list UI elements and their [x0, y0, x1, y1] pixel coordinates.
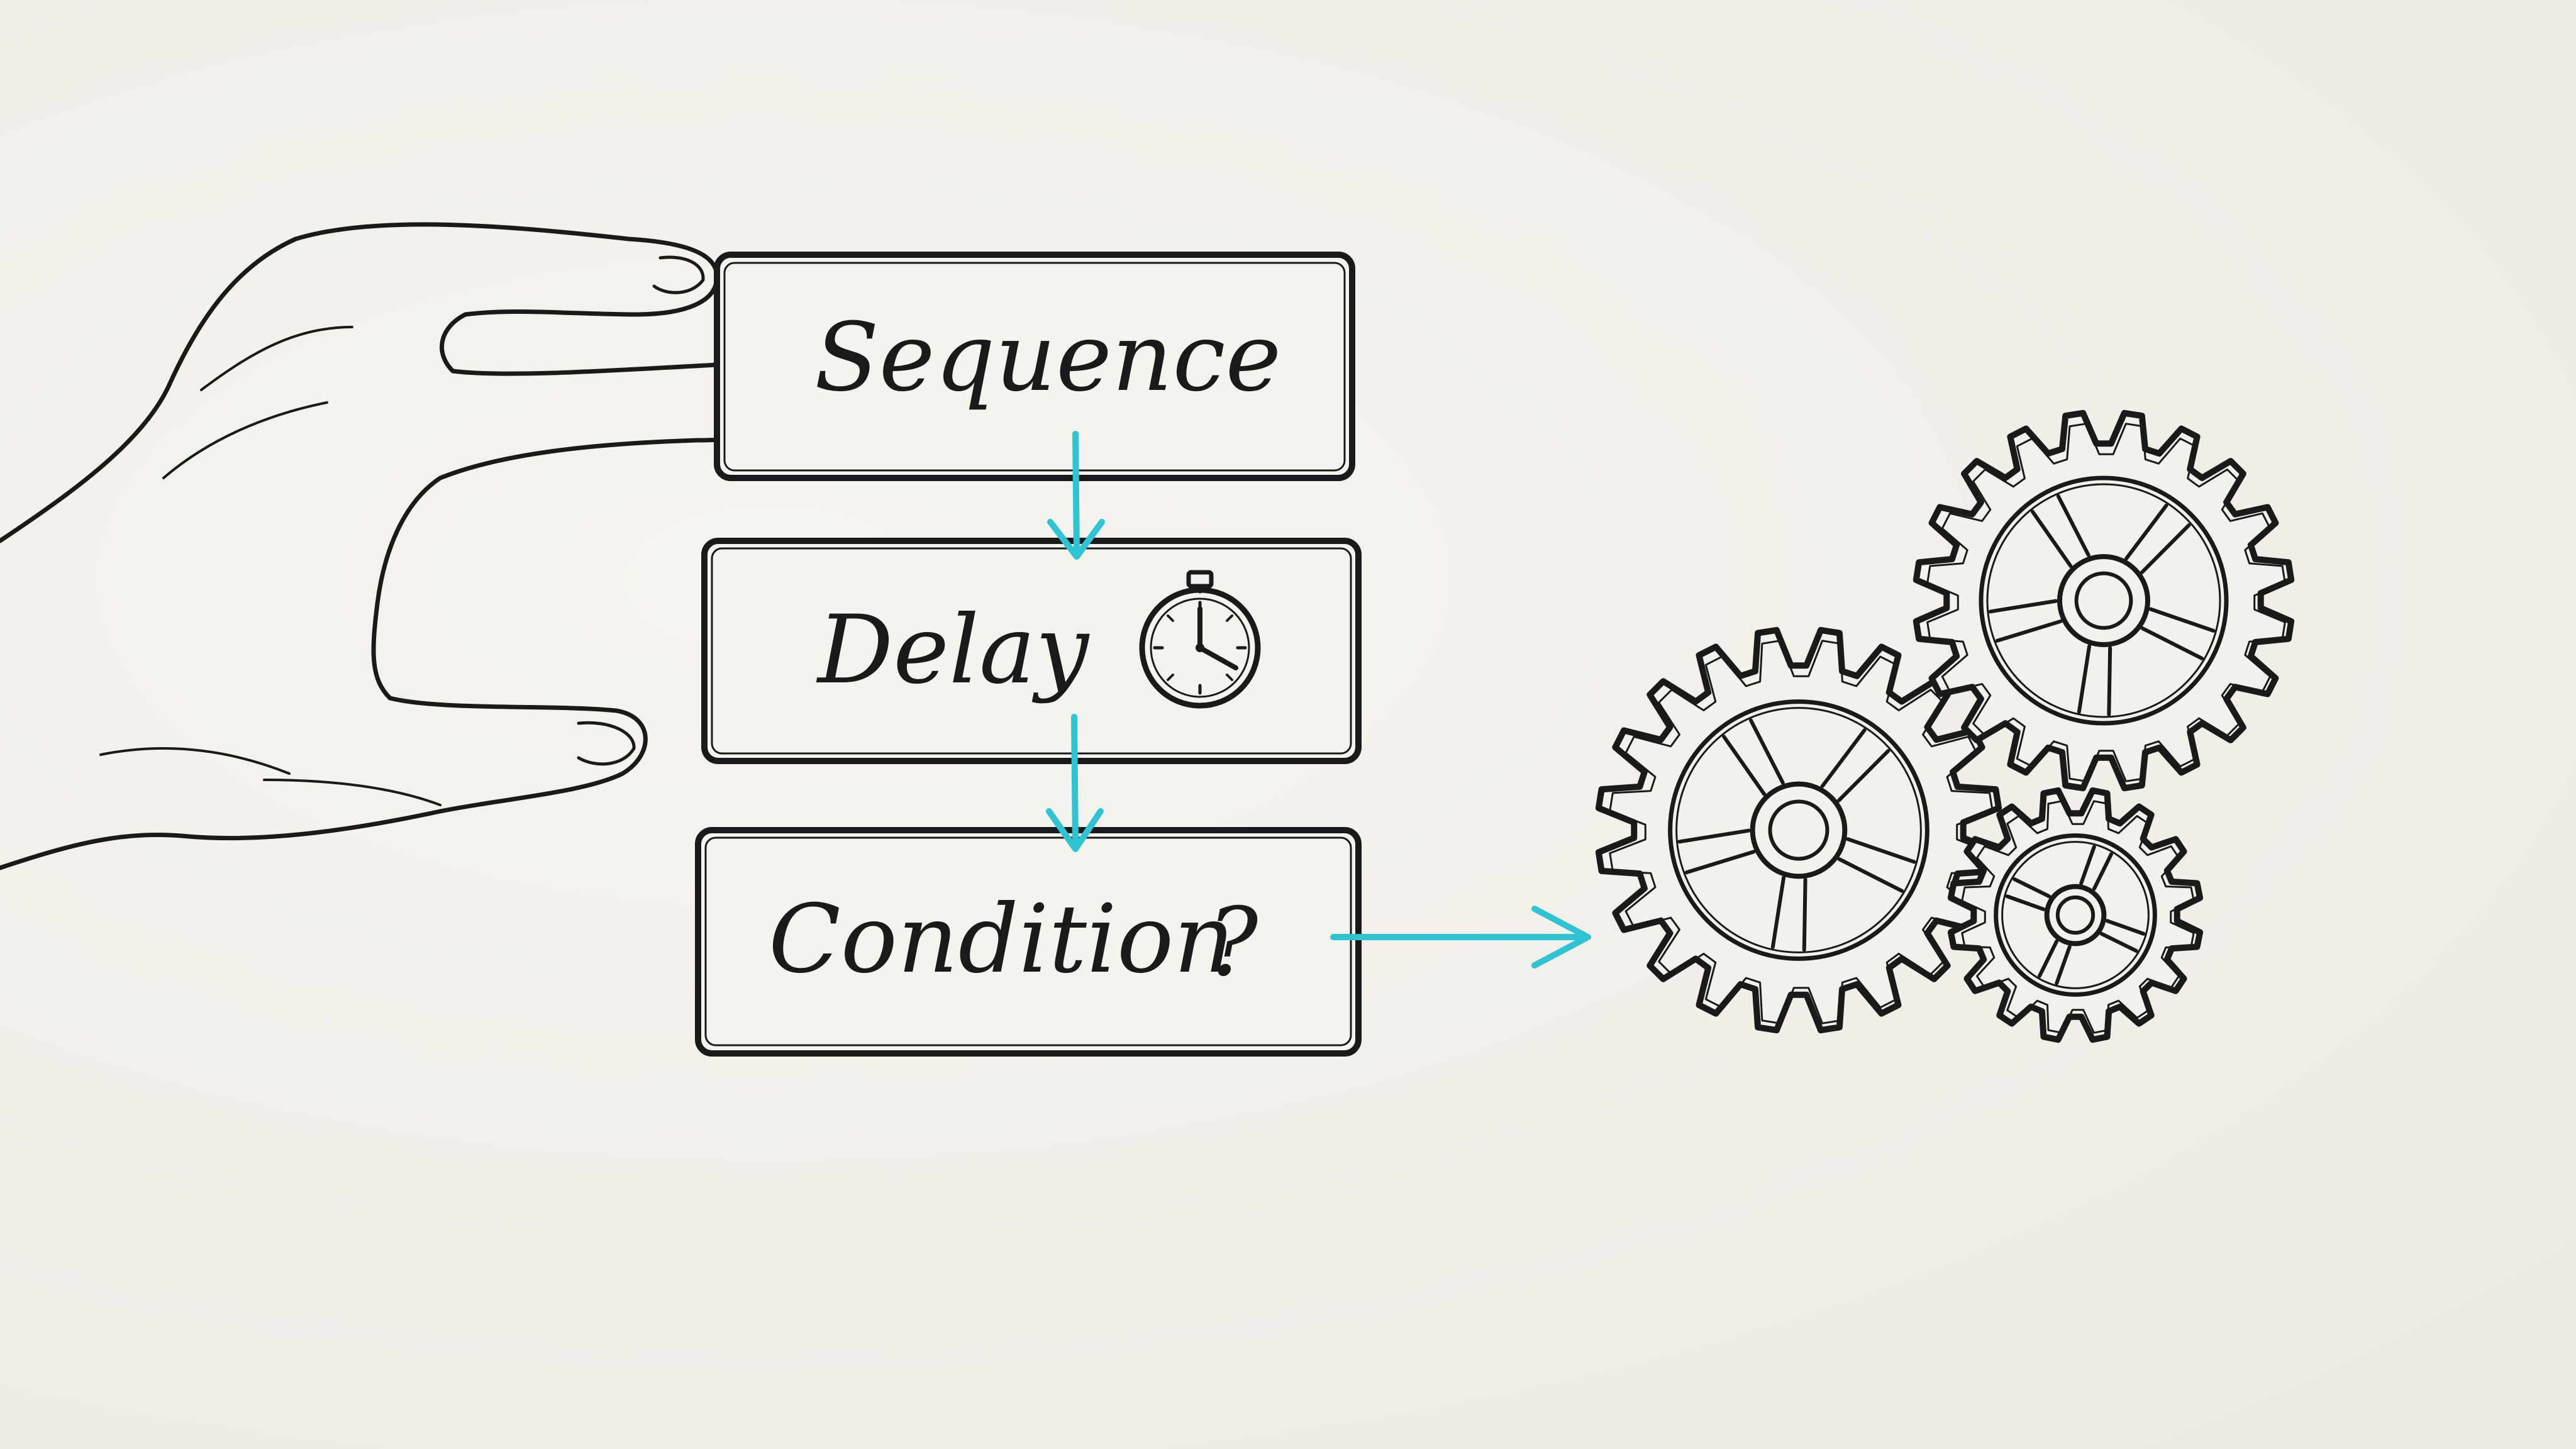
arrow-delay-to-condition: [1046, 714, 1104, 852]
gear-large-spoke: [1820, 728, 1890, 802]
gear-small-icon: [1947, 787, 2204, 1043]
gear-small-spoke: [2079, 845, 2113, 891]
gear-large-hub: [1768, 799, 1829, 861]
gear-small-spoke: [2099, 919, 2146, 953]
gears-icon: [1595, 409, 2295, 1043]
hand-icon: [0, 222, 789, 870]
gear-small-teeth-sketch: [1961, 800, 2195, 1034]
gear-top-hub: [2057, 554, 2150, 647]
arrow-condition-to-gears: [1330, 906, 1591, 969]
gear-small-hub: [2044, 884, 2107, 947]
gear-top-spoke: [2030, 494, 2090, 569]
gear-large-spoke: [1837, 837, 1916, 893]
gear-small-teeth: [1947, 787, 2204, 1043]
gear-large-spoke: [1770, 875, 1807, 952]
gear-large-spoke: [1722, 718, 1785, 796]
gear-small-rim: [1994, 833, 2157, 997]
gear-large-rim: [1675, 707, 1922, 953]
gear-small-spoke: [2005, 877, 2051, 911]
arrow-sequence-to-delay: [1047, 431, 1105, 560]
step-label-delay: Delay: [816, 596, 1090, 705]
gear-top-icon: [1913, 409, 2295, 792]
flow-arrows: [1046, 431, 1591, 969]
gear-top-rim: [1986, 483, 2221, 718]
step-box-condition: Condition ?: [695, 827, 1362, 1057]
gear-small-hub: [2055, 895, 2096, 935]
gear-top-teeth: [1913, 409, 2295, 792]
gear-top-spoke: [2124, 503, 2191, 574]
gear-top-spoke: [2077, 644, 2112, 716]
gear-small-spoke: [2038, 939, 2072, 985]
gear-small-rim: [2001, 841, 2150, 989]
step-box-sequence: Sequence: [714, 252, 1355, 481]
gear-top-rim: [1979, 475, 2229, 726]
step-box-delay: Delay: [701, 538, 1362, 764]
step-label-sequence: Sequence: [814, 303, 1281, 413]
stopwatch-icon: [1139, 570, 1261, 709]
gear-large-teeth-sketch: [1609, 640, 1994, 1024]
gear-large-spoke: [1677, 828, 1756, 875]
step-label-condition: Condition: [769, 885, 1235, 994]
gear-large-rim: [1668, 699, 1929, 961]
gear-top-spoke: [2140, 607, 2216, 660]
gear-top-hub: [2074, 571, 2133, 630]
question-mark-icon: ?: [1208, 888, 1259, 997]
gear-top-teeth-sketch: [1926, 423, 2286, 782]
gear-top-spoke: [1988, 599, 2063, 643]
gear-large-icon: [1595, 626, 2002, 1034]
gear-large-hub: [1750, 781, 1848, 879]
